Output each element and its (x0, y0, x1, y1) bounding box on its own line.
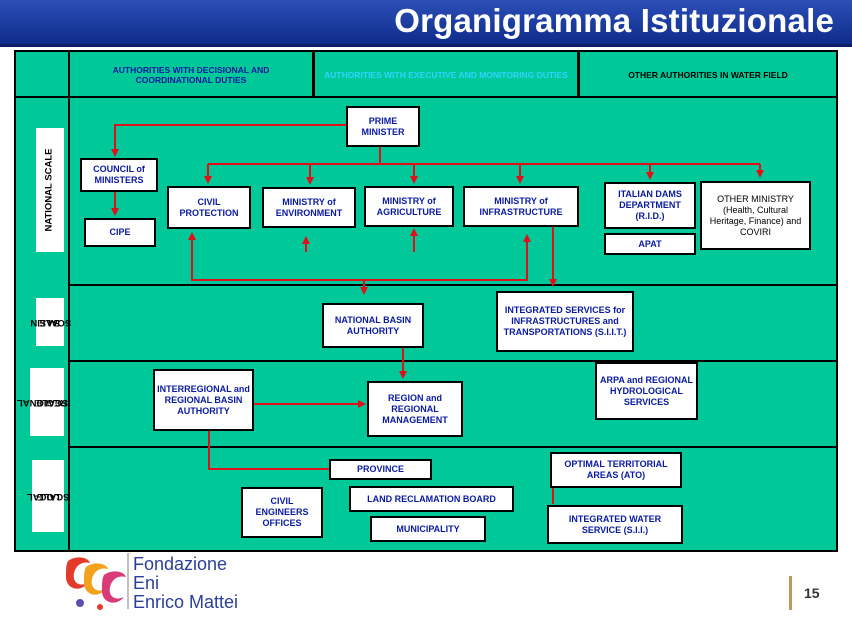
node-province: PROVINCE (329, 459, 432, 480)
node-civil-protection: CIVIL PROTECTION (167, 186, 251, 229)
header-cell-other (580, 52, 836, 96)
node-siit: INTEGRATED SERVICES for INFRASTRUCTURES … (496, 291, 634, 352)
edge-interregional-province (208, 431, 329, 470)
node-land-reclamation: LAND RECLAMATION BOARD (349, 486, 514, 512)
basin-band (70, 286, 836, 360)
page-number: 15 (804, 585, 820, 601)
node-ministry-environment: MINISTRY of ENVIRONMENT (262, 187, 356, 228)
node-civil-engineers: CIVIL ENGINEERS OFFICES (241, 487, 323, 538)
node-interregional-basin-authority: INTERREGIONAL and REGIONAL BASIN AUTHORI… (153, 369, 254, 431)
logo-line-2: Eni (133, 573, 160, 593)
scale-label-national: NATIONAL SCALE (36, 128, 64, 252)
node-apat: APAT (604, 233, 696, 255)
header-decisional: AUTHORITIES WITH DECISIONAL AND COORDINA… (112, 65, 270, 85)
node-other-ministry: OTHER MINISTRY (Health, Cultural Heritag… (700, 181, 811, 250)
header-other: OTHER AUTHORITIES IN WATER FIELD (628, 70, 788, 80)
header-cell-executive (315, 52, 577, 96)
node-ministry-agriculture: MINISTRY of AGRICULTURE (364, 186, 454, 227)
node-national-basin-authority: NATIONAL BASIN AUTHORITY (322, 303, 424, 348)
node-ato: OPTIMAL TERRITORIAL AREAS (ATO) (550, 452, 682, 488)
node-sii: INTEGRATED WATER SERVICE (S.I.I.) (547, 505, 683, 544)
edge-ministries-loop (191, 238, 528, 281)
node-cipe: CIPE (84, 218, 156, 247)
header-executive: AUTHORITIES WITH EXECUTIVE AND MONITORIN… (324, 70, 568, 80)
node-municipality: MUNICIPALITY (370, 516, 486, 542)
page-title: Organigramma Istituzionale (394, 2, 834, 39)
node-prime-minister: PRIME MINISTER (346, 106, 420, 147)
node-council-of-ministers: COUNCIL of MINISTERS (80, 158, 158, 192)
node-region-management: REGION and REGIONAL MANAGEMENT (367, 381, 463, 437)
logo-line-1: Fondazione (133, 554, 228, 574)
node-arpa: ARPA and REGIONAL HYDROLOGICAL SERVICES (595, 362, 698, 420)
logo-line-3: Enrico Mattei (133, 592, 239, 612)
header-corner (16, 52, 68, 96)
node-italian-dams: ITALIAN DAMS DEPARTMENT (R.I.D.) (604, 182, 696, 229)
fondazione-logo-icon (66, 557, 126, 610)
header-cell-decisional (70, 52, 312, 96)
logo-divider (127, 553, 129, 609)
node-ministry-infrastructure: MINISTRY of INFRASTRUCTURE (463, 186, 579, 227)
edge-pm-council (111, 124, 348, 157)
page-number-bar (789, 576, 792, 610)
title-bar: Organigramma Istituzionale (0, 0, 852, 47)
